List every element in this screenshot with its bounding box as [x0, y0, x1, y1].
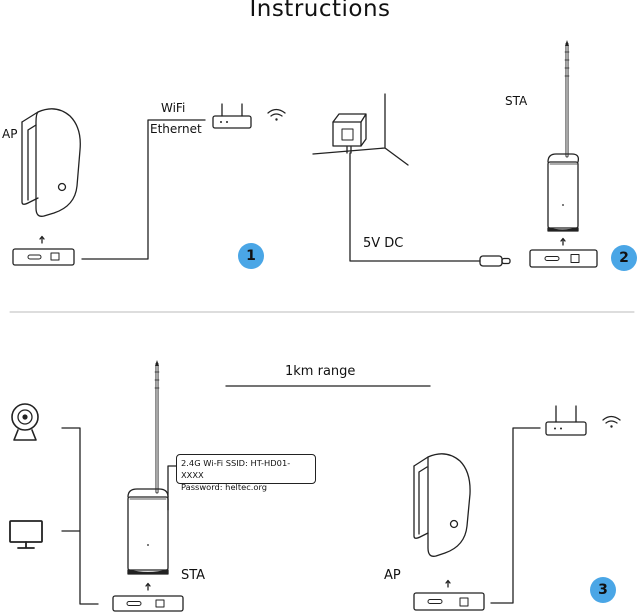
ethernet-cable — [490, 427, 541, 604]
ssid-text: 2.4G Wi-Fi SSID: HT-HD01-XXXX — [181, 458, 291, 480]
arrow-up-icon — [145, 582, 151, 591]
password-text: Password: heltec.org — [181, 482, 268, 492]
wifi-icon — [267, 108, 286, 121]
step-badge-3: 3 — [590, 577, 616, 603]
sta-device-icon — [547, 40, 580, 232]
wifi-label: WiFi — [161, 101, 186, 115]
callout-line — [167, 465, 177, 511]
dc-cable — [349, 152, 481, 262]
client-cable — [61, 427, 99, 605]
camera-icon — [11, 403, 39, 441]
ap-label: AP — [2, 127, 18, 141]
monitor-icon — [9, 520, 43, 549]
usb-c-plug-icon — [479, 255, 511, 267]
router-icon — [545, 405, 587, 436]
wifi-icon — [602, 415, 621, 428]
wall-corner — [312, 93, 409, 166]
device-port-strip-icon — [112, 595, 184, 612]
device-port-strip-icon — [413, 592, 485, 611]
sta-device-icon — [127, 360, 169, 575]
step-badge-2: 2 — [611, 245, 637, 271]
sta-label: STA — [181, 568, 206, 583]
step-badge-1: 1 — [238, 243, 264, 269]
device-port-strip-icon — [12, 248, 75, 266]
ap-label: AP — [384, 568, 401, 583]
device-port-strip-icon — [529, 249, 598, 268]
arrow-up-icon — [445, 579, 451, 588]
power-label: 5V DC — [363, 236, 404, 251]
router-icon — [212, 103, 252, 129]
ap-device-icon — [413, 453, 471, 557]
ethernet-label: Ethernet — [150, 122, 202, 136]
arrow-up-icon — [39, 235, 45, 244]
range-label: 1km range — [285, 364, 356, 379]
page-title: Instructions — [249, 0, 391, 22]
sta-label: STA — [505, 94, 528, 108]
power-adapter-icon — [332, 113, 367, 154]
ap-device-icon — [21, 108, 81, 217]
arrow-up-icon — [560, 237, 566, 246]
ethernet-cable — [81, 119, 206, 260]
wifi-credentials-box: 2.4G Wi-Fi SSID: HT-HD01-XXXX Password: … — [176, 454, 316, 492]
